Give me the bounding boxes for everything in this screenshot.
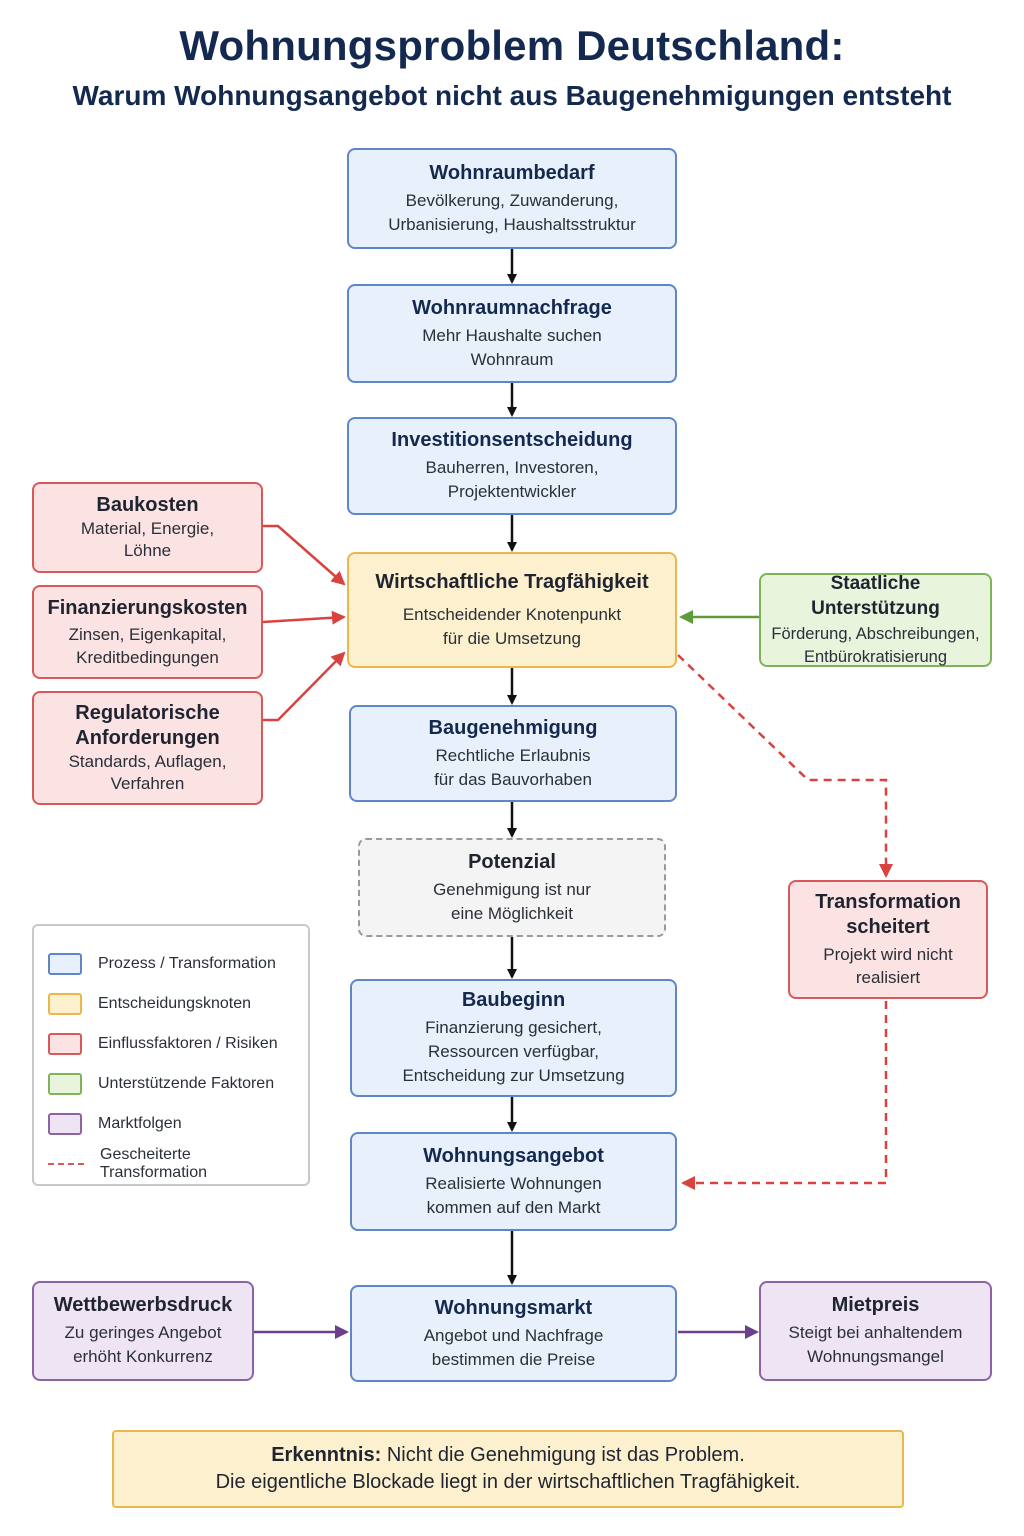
legend-item-einfluss: Einflussfaktoren / Risiken: [48, 1024, 294, 1064]
node-text: Genehmigung ist nur eine Möglichkeit: [433, 879, 591, 923]
node-heading: Mietpreis: [831, 1294, 920, 1316]
node-wirtschaftliche-tragfaehigkeit: Wirtschaftliche Tragfähigkeit Entscheide…: [347, 552, 677, 668]
node-investitionsentscheidung: Investitionsentscheidung Bauherren, Inve…: [347, 417, 677, 515]
node-text: Zu geringes Angebot erhöht Konkurrenz: [64, 1323, 222, 1366]
legend-label: Marktfolgen: [98, 1115, 182, 1132]
legend: Prozess / Transformation Entscheidungskn…: [32, 924, 310, 1186]
legend-label: Gescheiterte Transformation: [100, 1146, 207, 1181]
legend-swatch: [48, 1033, 82, 1055]
legend-swatch: [48, 1073, 82, 1095]
node-text: Steigt bei anhaltendem Wohnungsmangel: [788, 1323, 963, 1366]
node-finanzierungskosten: Finanzierungskosten Zinsen, Eigenkapital…: [32, 585, 263, 679]
legend-label: Entscheidungsknoten: [98, 995, 251, 1012]
insight-line-1: Erkenntnis: Nicht die Genehmigung ist da…: [271, 1442, 745, 1469]
insight-box: Erkenntnis: Nicht die Genehmigung ist da…: [112, 1430, 904, 1508]
insight-label: Erkenntnis:: [271, 1444, 382, 1466]
node-heading: Baukosten: [96, 494, 199, 516]
node-heading: Staatliche Unterstützung: [811, 573, 940, 619]
page-title: Wohnungsproblem Deutschland:: [179, 22, 845, 69]
node-transformation-scheitert: Transformation scheitert Projekt wird ni…: [788, 880, 988, 999]
node-baubeginn: Baubeginn Finanzierung gesichert, Ressou…: [350, 979, 677, 1097]
node-text: Zinsen, Eigenkapital, Kreditbedingungen: [68, 624, 227, 667]
node-text: Entscheidender Knotenpunkt für die Umset…: [402, 604, 622, 648]
node-text: Standards, Auflagen, Verfahren: [68, 752, 227, 793]
node-heading: Investitionsentscheidung: [391, 429, 633, 451]
node-staatliche-unterstuetzung: Staatliche Unterstützung Förderung, Absc…: [759, 573, 992, 667]
node-wohnungsmarkt: Wohnungsmarkt Angebot und Nachfrage best…: [350, 1285, 677, 1382]
legend-swatch: [48, 953, 82, 975]
node-text: Bevölkerung, Zuwanderung, Urbanisierung,…: [388, 190, 636, 234]
arrow-regulatorik-tragfaehigkeit: [263, 651, 346, 722]
legend-swatch: [48, 993, 82, 1015]
node-heading: Transformation scheitert: [815, 891, 961, 938]
node-baugenehmigung: Baugenehmigung Rechtliche Erlaubnis für …: [349, 705, 677, 802]
node-heading: Regulatorische Anforderungen: [75, 702, 220, 749]
node-text: Projekt wird nicht realisiert: [823, 945, 953, 987]
node-wettbewerbsdruck: Wettbewerbsdruck Zu geringes Angebot erh…: [32, 1281, 254, 1381]
node-text: Angebot und Nachfrage bestimmen die Prei…: [423, 1325, 604, 1369]
node-text: Bauherren, Investoren, Projektentwickler: [425, 458, 599, 501]
insight-line-2: Die eigentliche Blockade liegt in der wi…: [215, 1471, 801, 1493]
node-heading: Wohnraumbedarf: [429, 161, 595, 184]
legend-label: Prozess / Transformation: [98, 955, 276, 972]
node-heading: Wettbewerbsdruck: [53, 1294, 233, 1316]
node-heading: Potenzial: [468, 850, 556, 873]
node-heading: Baubeginn: [461, 989, 566, 1011]
node-text: Mehr Haushalte suchen Wohnraum: [422, 325, 602, 369]
legend-item-marktfolgen: Marktfolgen: [48, 1104, 294, 1144]
arrow-tragfaehigkeit-scheitert: [677, 654, 893, 878]
node-heading: Wohnungsangebot: [423, 1144, 604, 1167]
arrow-scheitert-angebot: [681, 1001, 888, 1190]
legend-swatch: [48, 1113, 82, 1135]
insight-text-1: Nicht die Genehmigung ist das Problem.: [386, 1444, 745, 1466]
node-heading: Baugenehmigung: [428, 716, 598, 739]
arrow-finanzierung-tragfaehigkeit: [262, 610, 346, 625]
legend-label: Einflussfaktoren / Risiken: [98, 1035, 278, 1052]
node-potenzial: Potenzial Genehmigung ist nur eine Mögli…: [358, 838, 666, 937]
node-heading: Wirtschaftliche Tragfähigkeit: [375, 570, 649, 593]
legend-item-entscheidung: Entscheidungsknoten: [48, 984, 294, 1024]
legend-item-unterstuetzend: Unterstützende Faktoren: [48, 1064, 294, 1104]
node-wohnungsangebot: Wohnungsangebot Realisierte Wohnungen ko…: [350, 1132, 677, 1231]
legend-item-prozess: Prozess / Transformation: [48, 944, 294, 984]
node-wohnraumnachfrage: Wohnraumnachfrage Mehr Haushalte suchen …: [347, 284, 677, 383]
arrow-baukosten-tragfaehigkeit: [263, 524, 346, 586]
node-text: Material, Energie, Löhne: [80, 519, 215, 560]
node-baukosten: Baukosten Material, Energie, Löhne: [32, 482, 263, 573]
node-heading: Wohnraumnachfrage: [412, 296, 612, 319]
page-subtitle: Warum Wohnungsangebot nicht aus Baugeneh…: [72, 80, 952, 111]
node-wohnraumbedarf: Wohnraumbedarf Bevölkerung, Zuwanderung,…: [347, 148, 677, 249]
node-text: Finanzierung gesichert, Ressourcen verfü…: [402, 1018, 625, 1085]
node-heading: Finanzierungskosten: [47, 596, 248, 619]
legend-dashed-line: [48, 1163, 84, 1165]
node-regulatorische-anforderungen: Regulatorische Anforderungen Standards, …: [32, 691, 263, 805]
node-heading: Wohnungsmarkt: [434, 1296, 593, 1319]
node-mietpreis: Mietpreis Steigt bei anhaltendem Wohnung…: [759, 1281, 992, 1381]
node-text: Rechtliche Erlaubnis für das Bauvorhaben: [434, 745, 592, 789]
node-text: Förderung, Abschreibungen, Entbürokratis…: [771, 625, 980, 666]
node-text: Realisierte Wohnungen kommen auf den Mar…: [425, 1173, 602, 1217]
legend-item-gescheitert: Gescheiterte Transformation: [48, 1144, 294, 1184]
legend-label: Unterstützende Faktoren: [98, 1075, 275, 1092]
